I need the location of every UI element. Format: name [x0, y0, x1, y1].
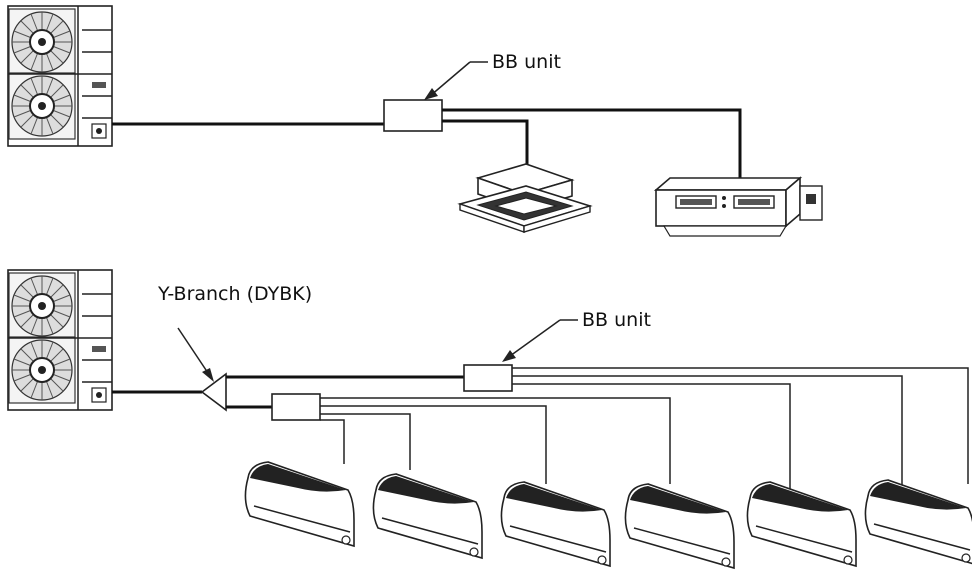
outdoor-unit-icon	[8, 6, 112, 146]
wall-mounted-unit-icon	[864, 479, 972, 565]
pipes-upper-bb	[512, 367, 969, 492]
wall-mounted-unit-icon	[244, 461, 355, 547]
wall-mounted-unit-icon	[500, 481, 611, 567]
bb-unit-label-top: BB unit	[492, 51, 561, 73]
bb-unit-icon	[383, 99, 443, 132]
ducted-unit-icon	[653, 176, 823, 237]
pipes-top-branch	[442, 108, 742, 182]
bb-unit-leader-top	[424, 61, 488, 100]
y-branch-leader	[177, 327, 214, 382]
outdoor-unit-icon	[8, 270, 112, 410]
y-branch-icon	[200, 372, 227, 412]
bb-unit-icon	[271, 393, 321, 421]
bb-unit-box-upper	[463, 364, 513, 392]
wall-mounted-unit-icon	[746, 481, 857, 567]
pipes-bottom-branch	[226, 375, 464, 409]
bb-unit-box-top	[383, 99, 443, 132]
bb-unit-box-lower	[271, 393, 321, 421]
outdoor-unit-top	[8, 6, 112, 146]
bb-unit-label-bottom: BB unit	[582, 309, 651, 331]
outdoor-unit-bottom	[8, 270, 112, 410]
wall-units	[244, 461, 972, 569]
bb-unit-icon	[463, 364, 513, 392]
bb-unit-leader-bottom	[502, 319, 578, 362]
ceiling-cassette-unit-icon	[457, 163, 593, 233]
pipes-lower-bb	[320, 397, 671, 484]
wall-mounted-unit-icon	[624, 483, 735, 569]
y-branch-label: Y-Branch (DYBK)	[157, 283, 312, 305]
wall-mounted-unit-icon	[372, 473, 483, 559]
